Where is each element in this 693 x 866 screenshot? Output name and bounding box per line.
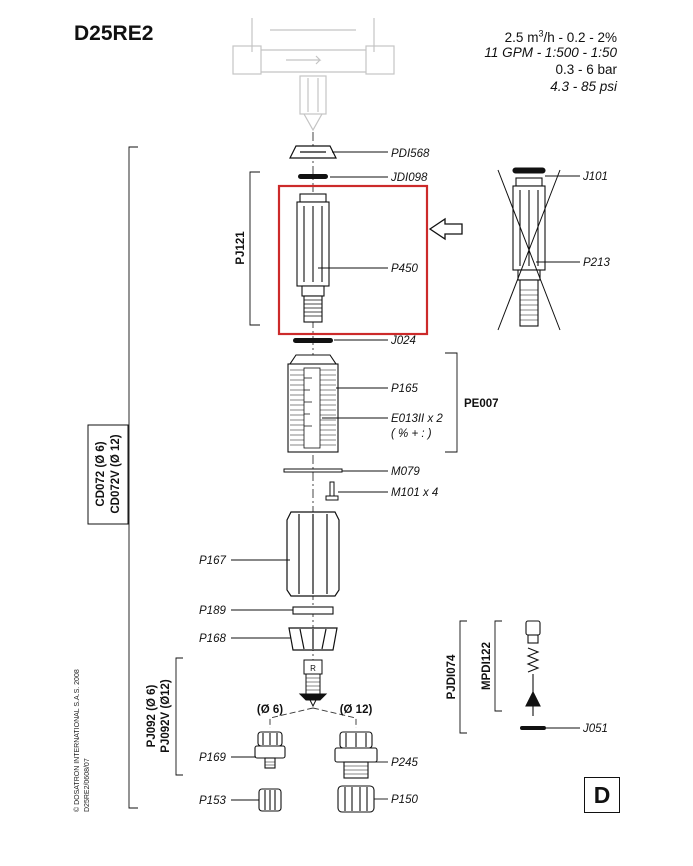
bracket-pj121: [249, 171, 260, 326]
hose-connector: R: [298, 659, 328, 708]
label-j024: J024: [390, 335, 416, 347]
bracket-mpdi122: [494, 620, 502, 712]
label-pdi568: PDI568: [391, 148, 430, 160]
part-p189: [292, 606, 334, 615]
part-p169: [254, 731, 286, 769]
part-p213: [497, 167, 561, 331]
leader-lines: [231, 151, 580, 801]
label-jdi098: JDI098: [390, 172, 428, 184]
label-p153: P153: [199, 795, 226, 807]
label-j101: J101: [582, 171, 608, 183]
part-jdi098: [298, 174, 328, 179]
label-p165: P165: [391, 383, 418, 395]
label-pj121: PJ121: [235, 231, 247, 265]
part-p167: [286, 511, 340, 597]
label-j051: J051: [582, 723, 608, 735]
replacement-arrow: [428, 217, 463, 241]
label-p189: P189: [199, 605, 226, 617]
label-p245: P245: [391, 757, 418, 769]
section-badge: D: [584, 777, 620, 813]
part-j024: [293, 338, 333, 343]
label-p169: P169: [199, 752, 226, 764]
label-pj092v: PJ092V (Ø12): [160, 679, 172, 753]
label-pj092: PJ092 (Ø 6): [146, 685, 158, 748]
cd072-label-box: [87, 424, 129, 525]
bracket-pj092: [175, 657, 183, 776]
branch-lines: [269, 707, 357, 728]
part-p165: [287, 354, 339, 453]
bracket-pe007: [445, 352, 458, 453]
part-p150: [337, 785, 375, 813]
copyright-line-2: D25RE2/0608/07: [84, 758, 91, 812]
part-j051: [520, 726, 546, 730]
label-pe007: PE007: [464, 398, 499, 410]
label-cd072: CD072 (Ø 6): [95, 441, 107, 506]
brackets: [128, 146, 502, 809]
label-p150: P150: [391, 794, 418, 806]
spec-flow-rate: 2.5 m3/h - 0.2 - 2%: [505, 28, 617, 45]
label-cd072v: CD072V (Ø 12): [110, 434, 122, 513]
bracket-pjdi074: [459, 620, 467, 734]
label-pjdi074: PJDI074: [446, 654, 458, 699]
part-p168: [288, 627, 338, 651]
svg-text:R: R: [310, 664, 316, 673]
label-m079: M079: [391, 466, 420, 478]
label-e013: E013II x 2: [391, 413, 443, 425]
label-p450: P450: [391, 263, 418, 275]
bracket-cd072: [128, 146, 138, 809]
spec-pressure-bar: 0.3 - 6 bar: [555, 62, 617, 77]
part-p245: [334, 731, 378, 779]
part-p450: [296, 193, 330, 323]
part-pdi568: [289, 145, 337, 159]
label-p213: P213: [583, 257, 610, 269]
pump-body-ghost: [232, 18, 395, 132]
label-mpdi122: MPDI122: [481, 642, 493, 690]
label-diameter-6: (Ø 6): [257, 704, 283, 716]
part-m079: [283, 468, 343, 473]
label-m101: M101 x 4: [391, 487, 438, 499]
label-p168: P168: [199, 633, 226, 645]
spec-gpm-ratio: 11 GPM - 1:500 - 1:50: [484, 45, 617, 60]
label-p167: P167: [199, 555, 226, 567]
label-diameter-12: (Ø 12): [340, 704, 373, 716]
part-m101: [325, 481, 339, 501]
spec-pressure-psi: 4.3 - 85 psi: [550, 79, 617, 94]
highlight-box: [277, 184, 429, 336]
label-e013-note: ( % + : ): [391, 428, 432, 440]
part-mpdi122: [525, 620, 541, 716]
copyright-line-1: © DOSATRON INTERNATIONAL S.A.S. 2008: [73, 669, 81, 812]
part-p153: [258, 788, 282, 812]
spec-flow-rate-text: 2.5 m3/h - 0.2 - 2%: [504, 28, 617, 45]
page-title: D25RE2: [74, 22, 154, 45]
